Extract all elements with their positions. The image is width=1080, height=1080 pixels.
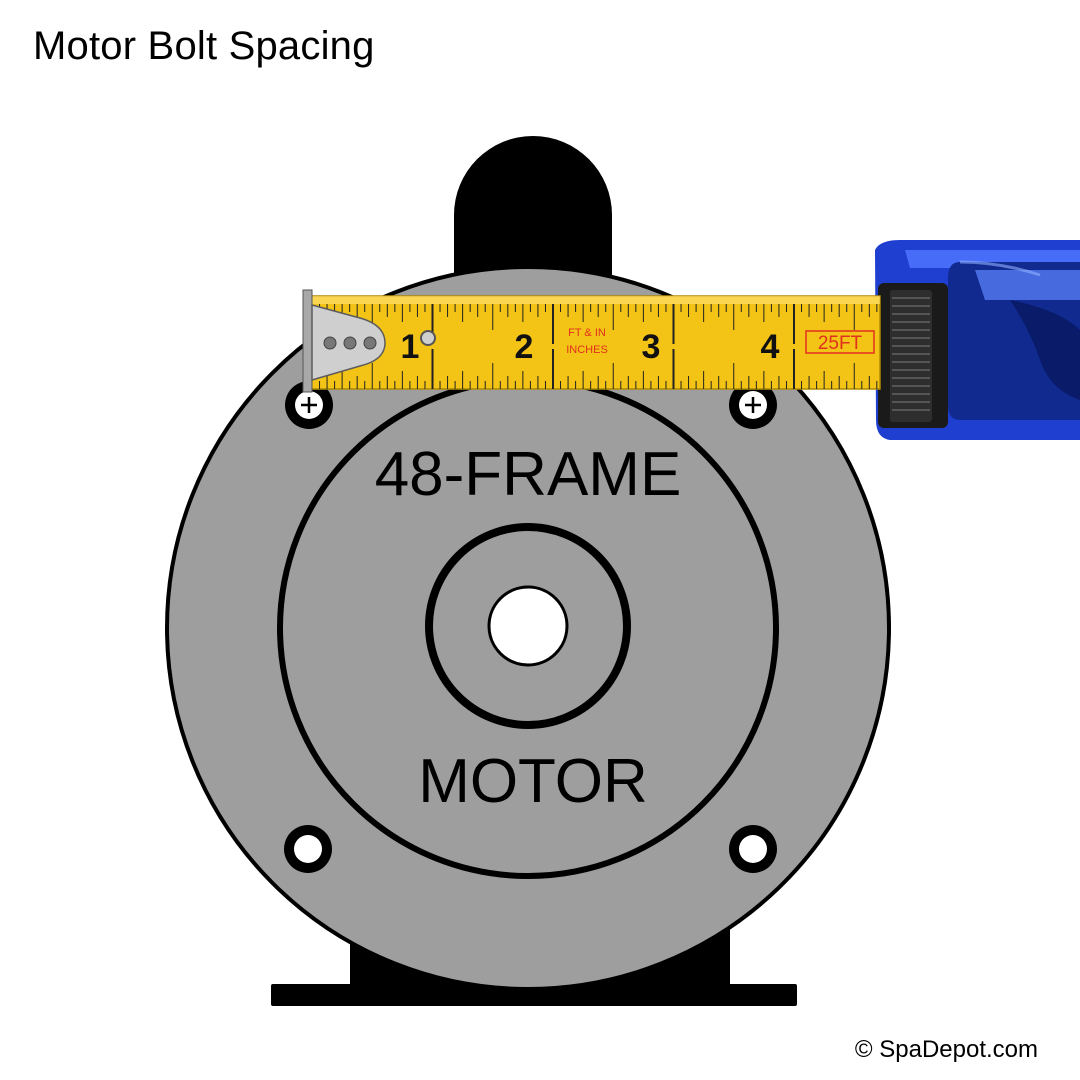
top-left-bolt — [285, 381, 333, 429]
motor-foot-base — [271, 984, 797, 1006]
motor-type-label: MOTOR — [418, 747, 648, 816]
tape-number-4: 4 — [761, 328, 780, 366]
tape-unit-top: FT & IN — [568, 327, 606, 339]
motor-frame-label: 48-FRAME — [375, 440, 682, 509]
tape-unit-bottom: INCHES — [566, 344, 608, 356]
motor-hub-ring — [425, 523, 631, 729]
motor-top-housing — [454, 136, 612, 300]
bottom-left-bolt-hole — [284, 825, 332, 873]
tape-rivet — [420, 330, 436, 346]
bottom-right-bolt-hole — [729, 825, 777, 873]
page-title: Motor Bolt Spacing — [33, 24, 375, 68]
tape-number-2: 2 — [515, 328, 534, 366]
tape-number-1: 1 — [401, 328, 420, 366]
tape-hook-icon — [302, 289, 386, 393]
plus-screw-icon — [745, 397, 761, 413]
tape-length-badge: 25FT — [818, 333, 863, 354]
top-right-bolt — [729, 381, 777, 429]
motor-shaft-hole — [487, 585, 569, 667]
plus-screw-icon — [301, 397, 317, 413]
tape-blade: 1 2 3 4 FT & IN INCHES 25FT — [302, 289, 881, 393]
tape-number-3: 3 — [642, 328, 661, 366]
tape-length-badge-box — [805, 330, 875, 354]
tape-measure-case-icon — [875, 240, 1080, 440]
copyright-notice: © SpaDepot.com — [854, 1036, 1038, 1063]
